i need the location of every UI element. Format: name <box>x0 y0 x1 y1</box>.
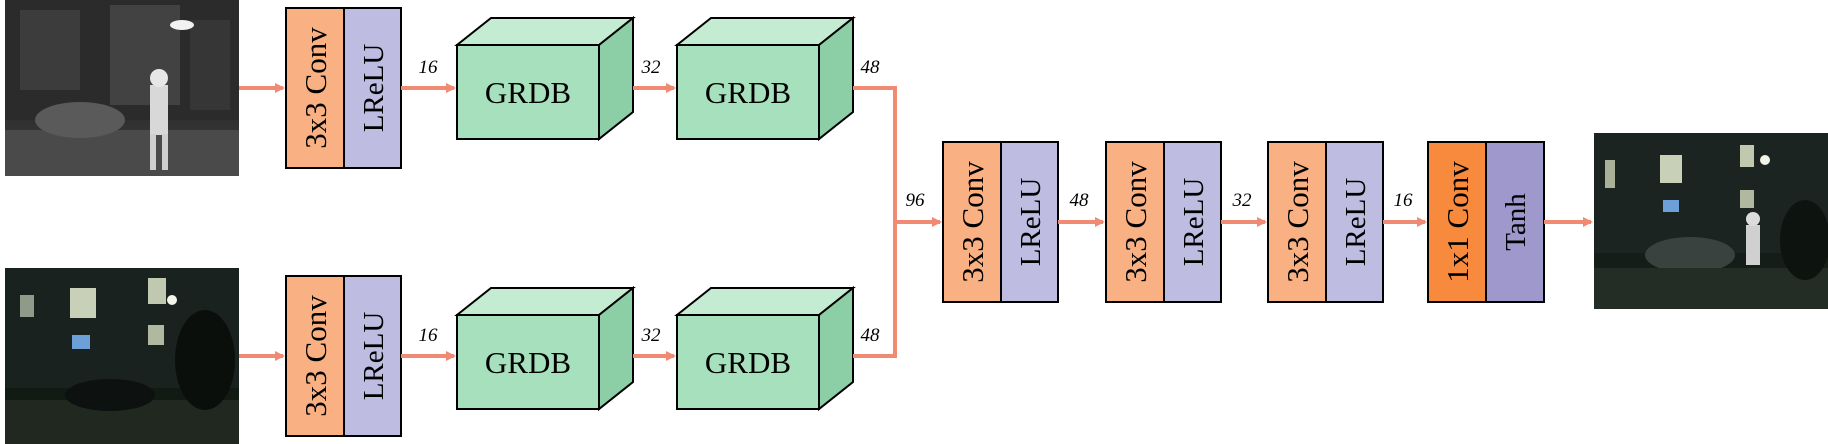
fused-output-image <box>1594 133 1828 309</box>
fusion-layer-2: 3x3 Conv LReLU <box>1105 141 1222 303</box>
bottom-grdb-block-1: GRDB <box>454 285 636 412</box>
arrow-bottom-to-merge <box>853 222 897 358</box>
top-conv-label: 3x3 Conv <box>298 27 333 149</box>
fusion-conv-label-3: 3x3 Conv <box>1280 161 1315 283</box>
bottom-conv-block <box>285 275 345 437</box>
fusion-conv-label-2: 3x3 Conv <box>1118 161 1153 283</box>
top-lrelu-label: LReLU <box>358 44 390 133</box>
channel-label-concat-96: 96 <box>906 190 926 211</box>
fusion-conv-label-4: 1x1 Conv <box>1440 161 1475 283</box>
fusion-layer-4: 1x1 Conv Tanh <box>1427 141 1545 303</box>
fusion-act-label-2: LReLU <box>1178 178 1210 267</box>
channel-label-bottom-16: 16 <box>419 325 439 346</box>
channel-label-top-16: 16 <box>419 57 439 78</box>
channel-label-fusion-16: 16 <box>1394 190 1414 211</box>
bottom-conv-label: 3x3 Conv <box>298 295 333 417</box>
bottom-lrelu-block <box>343 275 402 437</box>
top-grdb-block-2: GRDB <box>674 15 856 142</box>
visible-input-image <box>5 268 239 444</box>
fusion-layer-3: 3x3 Conv LReLU <box>1267 141 1384 303</box>
channel-label-bottom-32: 32 <box>641 325 662 346</box>
channel-label-fusion-32: 32 <box>1232 190 1253 211</box>
channel-label-fusion-48: 48 <box>1070 190 1090 211</box>
fusion-act-label-3: LReLU <box>1340 178 1372 267</box>
bottom-encoder: 3x3 Conv LReLU GRDB GRDB <box>285 275 856 437</box>
bottom-grdb-label-2: GRDB <box>705 345 791 380</box>
fusion-layer-1: 3x3 Conv LReLU <box>942 141 1059 303</box>
channel-label-bottom-48: 48 <box>861 325 881 346</box>
channel-label-top-48: 48 <box>861 57 881 78</box>
top-lrelu-block <box>343 7 402 169</box>
bottom-lrelu-label: LReLU <box>358 312 390 401</box>
infrared-input-image <box>5 0 239 176</box>
fusion-act-label-4: Tanh <box>1500 193 1532 251</box>
top-grdb-label-2: GRDB <box>705 75 791 110</box>
top-conv-block <box>285 7 345 169</box>
top-grdb-label-1: GRDB <box>485 75 571 110</box>
bottom-grdb-label-1: GRDB <box>485 345 571 380</box>
bottom-grdb-block-2: GRDB <box>674 285 856 412</box>
fusion-conv-label-1: 3x3 Conv <box>955 161 990 283</box>
channel-label-top-32: 32 <box>641 57 662 78</box>
arrows <box>239 83 1593 361</box>
top-encoder: 3x3 Conv LReLU GRDB GRDB <box>285 7 856 169</box>
top-grdb-block-1: GRDB <box>454 15 636 142</box>
fusion-act-label-1: LReLU <box>1015 178 1047 267</box>
arrow-top-to-merge <box>853 86 897 222</box>
